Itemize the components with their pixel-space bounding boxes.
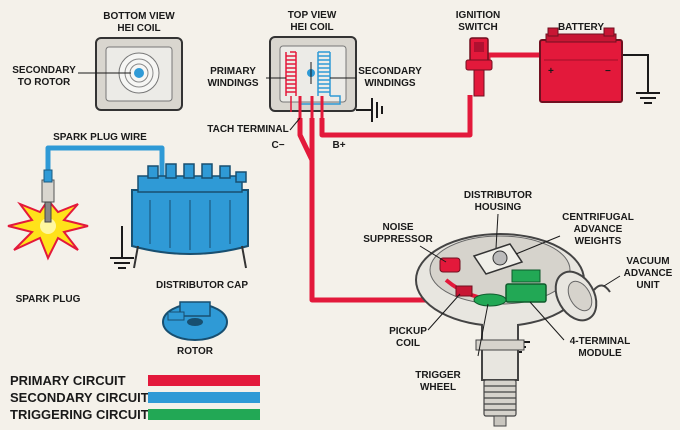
- label-distributor-housing-2: HOUSING: [475, 202, 522, 213]
- legend-item-secondary: SECONDARY CIRCUIT: [10, 390, 260, 405]
- label-noise-suppressor-2: SUPPRESSOR: [363, 234, 433, 245]
- wire-tach-branch: [297, 118, 315, 162]
- battery-minus-sign: −: [605, 66, 611, 77]
- legend-item-primary: PRIMARY CIRCUIT: [10, 373, 260, 388]
- vacuum-advance-unit: [554, 270, 611, 322]
- label-ignition: IGNITION: [456, 10, 500, 21]
- label-trigger-2: WHEEL: [420, 382, 456, 393]
- label-distributor-cap: DISTRIBUTOR CAP: [156, 280, 248, 291]
- drive-gear: [483, 379, 517, 417]
- label-secondary-to-rotor-1: SECONDARY: [12, 65, 76, 76]
- label-centrifugal-1: CENTRIFUGAL: [562, 212, 634, 223]
- label-pickup-1: PICKUP: [389, 326, 427, 337]
- secondary-windings: [300, 51, 341, 105]
- wire-coil-bplus-to-switch: [319, 95, 473, 138]
- label-vacuum-3: UNIT: [636, 280, 659, 291]
- secondary-terminal-dot: [134, 68, 144, 78]
- legend-label-primary: PRIMARY CIRCUIT: [10, 373, 126, 388]
- label-bottom-view-coil: HEI COIL: [117, 23, 160, 34]
- label-secondary-to-rotor-2: TO ROTOR: [18, 77, 71, 88]
- wire-switch-to-battery: [485, 52, 540, 68]
- label-secondary-windings-2: WINDINGS: [364, 78, 415, 89]
- label-vacuum-1: VACUUM: [626, 256, 669, 267]
- legend-item-triggering: TRIGGERING CIRCUIT: [10, 407, 260, 422]
- top-view-coil: [266, 36, 383, 131]
- four-terminal-module: [505, 269, 547, 303]
- ground-symbol-spark-plug: [110, 226, 134, 269]
- ground-symbol-battery: [636, 92, 660, 104]
- label-c-minus: C−: [271, 140, 284, 151]
- legend: PRIMARY CIRCUIT SECONDARY CIRCUIT TRIGGE…: [10, 373, 260, 422]
- battery: + −: [539, 27, 623, 103]
- label-rotor: ROTOR: [177, 346, 214, 357]
- label-primary-windings-1: PRIMARY: [210, 66, 256, 77]
- primary-windings: [285, 51, 297, 112]
- label-spark-plug-wire: SPARK PLUG WIRE: [53, 132, 147, 143]
- coil-ground-symbol: [356, 98, 383, 122]
- label-top-view-coil: HEI COIL: [290, 22, 333, 33]
- label-vacuum-2: ADVANCE: [624, 268, 673, 279]
- label-b-plus: B+: [332, 140, 345, 151]
- battery-plus-sign: +: [548, 66, 554, 77]
- label-primary-windings-2: WINDINGS: [207, 78, 258, 89]
- legend-label-secondary: SECONDARY CIRCUIT: [10, 390, 149, 405]
- label-module-1: 4-TERMINAL: [570, 336, 631, 347]
- label-tach-terminal: TACH TERMINAL: [207, 124, 288, 135]
- labels: BOTTOM VIEW HEI COIL TOP VIEW HEI COIL I…: [12, 10, 672, 393]
- bottom-view-coil: [78, 37, 183, 111]
- legend-swatch-secondary: [148, 392, 260, 403]
- battery-ground-wire: [622, 54, 649, 92]
- trigger-wheel: [473, 293, 507, 307]
- label-bottom-view: BOTTOM VIEW: [103, 11, 175, 22]
- label-noise-suppressor-1: NOISE: [382, 222, 413, 233]
- label-spark-plug: SPARK PLUG: [16, 294, 81, 305]
- spark-plug: [7, 169, 89, 261]
- label-top-view: TOP VIEW: [288, 10, 337, 21]
- label-switch: SWITCH: [458, 22, 497, 33]
- label-pickup-2: COIL: [396, 338, 420, 349]
- label-battery: BATTERY: [558, 22, 604, 33]
- legend-swatch-primary: [148, 375, 260, 386]
- legend-label-triggering: TRIGGERING CIRCUIT: [10, 407, 149, 422]
- distributor-cap: [131, 163, 249, 269]
- label-trigger-1: TRIGGER: [415, 370, 461, 381]
- label-secondary-windings-1: SECONDARY: [358, 66, 422, 77]
- rotor: [162, 301, 228, 341]
- leader-lines: [419, 213, 621, 357]
- distributor-housing: [415, 233, 611, 427]
- label-module-2: MODULE: [578, 348, 622, 359]
- legend-swatch-triggering: [148, 409, 260, 420]
- label-centrifugal-2: ADVANCE: [574, 224, 623, 235]
- wire-spark-plug: [45, 145, 165, 182]
- ignition-switch: [465, 37, 493, 97]
- label-centrifugal-3: WEIGHTS: [575, 236, 622, 247]
- wire-coil-cminus-to-module: [309, 118, 440, 303]
- secondary-circuit-wires: [45, 145, 165, 182]
- label-distributor-housing-1: DISTRIBUTOR: [464, 190, 533, 201]
